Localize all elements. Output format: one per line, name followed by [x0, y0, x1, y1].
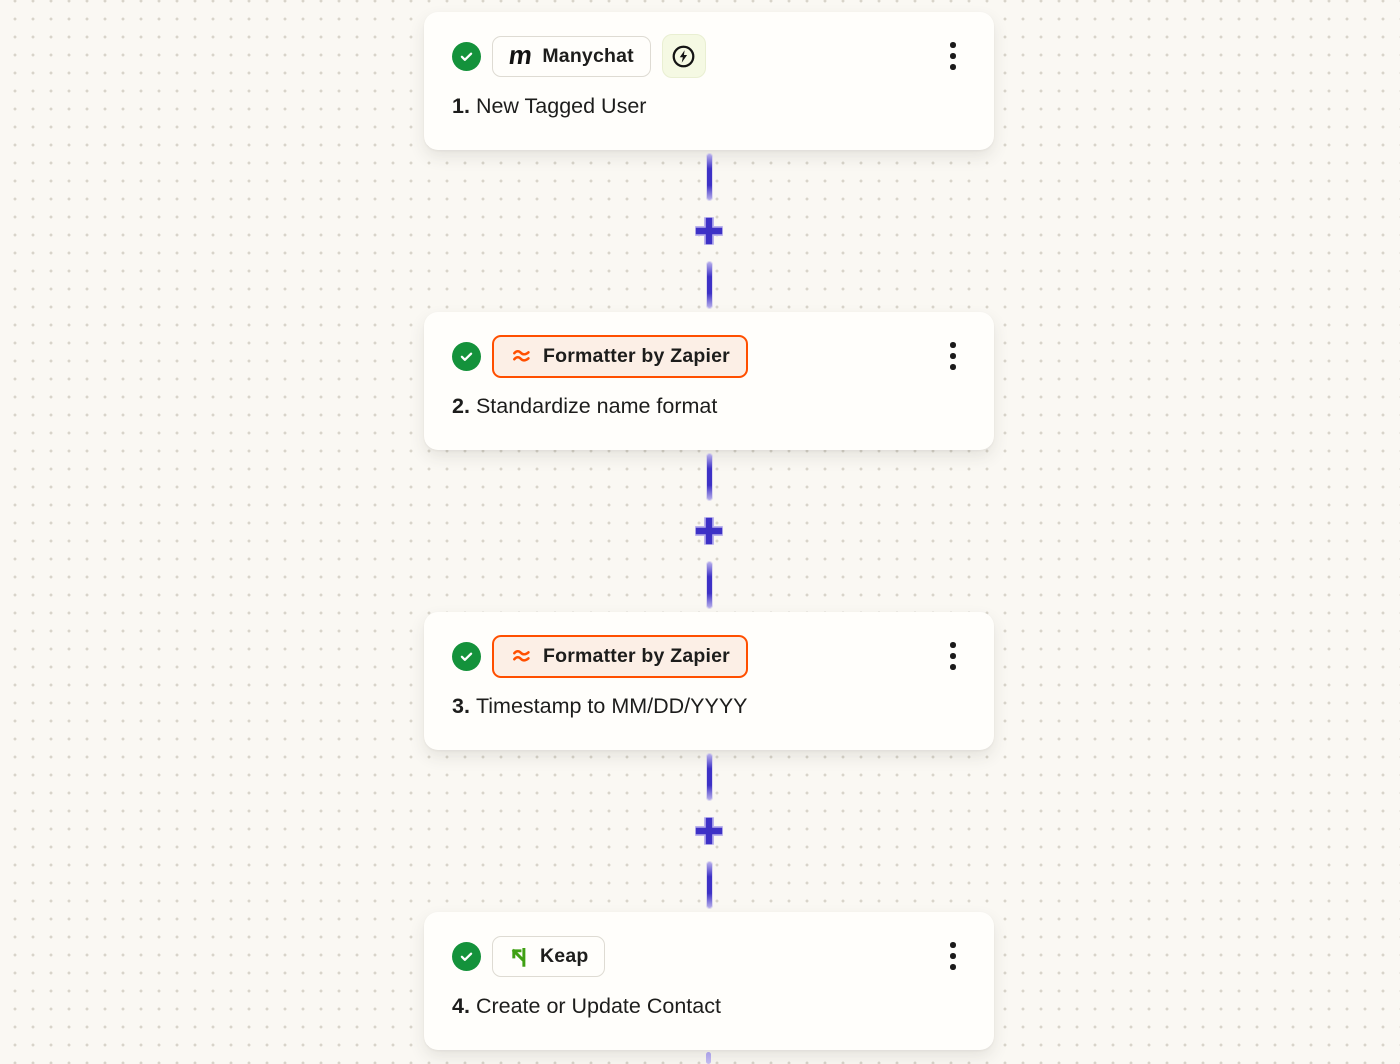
step-title-text: Timestamp to MM/DD/YYYY [475, 694, 748, 718]
connector-3 [424, 750, 994, 912]
add-step-button[interactable] [692, 814, 726, 848]
connector-dash [706, 454, 712, 500]
check-circle-icon [452, 41, 481, 71]
step-title: 2.Standardize name format [452, 394, 966, 420]
manychat-m-icon: m [506, 39, 535, 70]
step-title-text: Standardize name format [475, 394, 718, 418]
app-badge-label: Keap [540, 944, 589, 967]
connector-dash [706, 862, 712, 908]
lightning-bolt-icon [661, 34, 706, 78]
step-title: 1.New Tagged User [452, 94, 966, 120]
formatter-waves-icon [510, 345, 533, 368]
check-circle-icon [452, 641, 481, 671]
app-badge-label: Formatter by Zapier [543, 644, 730, 667]
step-card-header: m Manychat [452, 34, 966, 78]
connector-dash [706, 562, 712, 608]
check-circle-icon [452, 341, 481, 371]
step-number: 1. [452, 94, 470, 118]
step-card-header: Keap [452, 934, 966, 978]
kebab-menu-icon[interactable] [940, 336, 966, 376]
connector-dash [706, 154, 712, 200]
step-number: 2. [452, 394, 470, 418]
connector-2 [424, 450, 994, 612]
step-card-1-manychat-trigger[interactable]: m Manychat 1.New Tagged User [424, 12, 994, 150]
app-badge-label: Formatter by Zapier [543, 344, 730, 367]
step-title-text: Create or Update Contact [475, 994, 721, 1018]
connector-dash [706, 1052, 711, 1064]
kebab-menu-icon[interactable] [940, 636, 966, 676]
kebab-menu-icon[interactable] [940, 36, 966, 76]
step-number: 3. [452, 694, 470, 718]
step-title-text: New Tagged User [475, 94, 647, 118]
step-card-header: Formatter by Zapier [452, 334, 966, 378]
connector-dash [706, 754, 712, 800]
step-title: 3.Timestamp to MM/DD/YYYY [452, 694, 966, 720]
step-card-2-formatter[interactable]: Formatter by Zapier 2.Standardize name f… [424, 312, 994, 450]
add-step-button[interactable] [692, 214, 726, 248]
add-step-button[interactable] [692, 514, 726, 548]
connector-dash [706, 262, 712, 308]
app-badge-formatter[interactable]: Formatter by Zapier [492, 634, 748, 678]
keap-arrow-k-icon [509, 946, 530, 967]
step-title: 4.Create or Update Contact [452, 994, 966, 1020]
formatter-waves-icon [510, 645, 533, 668]
app-badge-label: Manychat [542, 44, 634, 67]
check-circle-icon [452, 941, 481, 971]
app-badge-formatter[interactable]: Formatter by Zapier [492, 334, 748, 378]
app-badge-manychat[interactable]: m Manychat [492, 35, 651, 77]
step-number: 4. [452, 994, 470, 1018]
app-badge-keap[interactable]: Keap [492, 935, 606, 977]
kebab-menu-icon[interactable] [940, 936, 966, 976]
connector-1 [424, 150, 994, 312]
step-card-header: Formatter by Zapier [452, 634, 966, 678]
step-card-3-formatter[interactable]: Formatter by Zapier 3.Timestamp to MM/DD… [424, 612, 994, 750]
step-card-4-keap[interactable]: Keap 4.Create or Update Contact [424, 912, 994, 1050]
